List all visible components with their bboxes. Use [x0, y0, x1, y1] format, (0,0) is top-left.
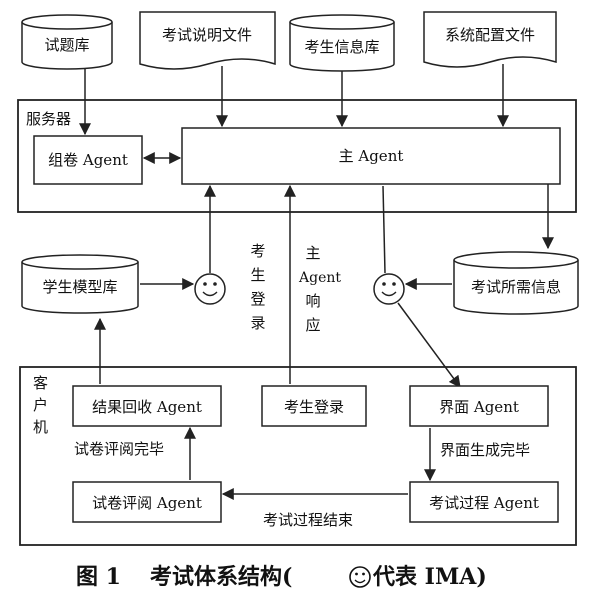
student-model-label: 学生模型库	[42, 278, 117, 296]
exam-instructions-label: 考试说明文件	[162, 26, 252, 44]
exam-end-label: 考试过程结束	[263, 511, 353, 529]
svg-text:登: 登	[250, 290, 265, 308]
grading-agent-box	[72, 481, 222, 523]
server-frame	[17, 99, 577, 213]
server-label: 服务器	[26, 110, 71, 128]
caption-title-end: 代表 IMA)	[372, 564, 487, 590]
svg-text:应: 应	[305, 316, 320, 334]
system-config-label: 系统配置文件	[445, 26, 535, 44]
caption-prefix: 图 1	[76, 564, 121, 590]
exam-instructions-doc: 考试说明文件	[139, 11, 276, 70]
paper-agent-label: 组卷 Agent	[48, 151, 128, 169]
grading-agent-label: 试卷评阅 Agent	[92, 494, 202, 512]
ui-agent-box	[409, 385, 549, 427]
line-main-to-right-ima	[382, 185, 386, 274]
question-bank-label: 试题库	[44, 36, 89, 54]
question-bank-store: 试题库	[21, 14, 113, 70]
exam-info-store: 考试所需信息	[453, 251, 579, 315]
grading-done-label: 试卷评阅完毕	[74, 440, 164, 458]
svg-text:主: 主	[305, 244, 320, 262]
process-agent-box	[409, 481, 559, 523]
svg-text:户: 户	[33, 396, 48, 414]
system-config-doc: 系统配置文件	[423, 11, 557, 68]
svg-text:生: 生	[250, 266, 265, 284]
ui-agent-label: 界面 Agent	[439, 398, 519, 416]
arrow-ima-to-ui-agent	[397, 302, 461, 388]
process-agent-label: 考试过程 Agent	[429, 494, 539, 512]
svg-text:考: 考	[250, 242, 265, 260]
caption-title-start: 考试体系结构(	[150, 564, 292, 590]
figure-caption: 图 1 考试体系结构( 代表 IMA)	[76, 564, 487, 590]
result-agent-box	[72, 385, 222, 427]
ima-smiley-icon-left	[194, 273, 226, 305]
result-agent-label: 结果回收 Agent	[92, 398, 202, 416]
ima-smiley-icon-right	[373, 273, 405, 305]
svg-text:客: 客	[33, 374, 48, 392]
examinee-info-store: 考生信息库	[289, 14, 395, 72]
examinee-info-label: 考生信息库	[304, 38, 379, 56]
caption-smiley-icon	[349, 566, 371, 588]
main-agent-response-vertical-label: 主 Agent 响 应	[298, 244, 341, 334]
client-frame	[19, 366, 577, 546]
svg-text:响: 响	[305, 292, 320, 310]
login-label: 考生登录	[284, 398, 344, 416]
login-box	[261, 385, 367, 427]
svg-text:Agent: Agent	[298, 270, 341, 286]
svg-text:机: 机	[33, 418, 48, 436]
examinee-login-vertical-label: 考 生 登 录	[250, 242, 265, 332]
main-agent-box	[181, 127, 561, 185]
svg-text:录: 录	[250, 314, 265, 332]
ui-done-label: 界面生成完毕	[440, 441, 530, 459]
main-agent-label: 主 Agent	[339, 147, 404, 165]
paper-agent-box	[33, 135, 143, 185]
student-model-store: 学生模型库	[21, 254, 139, 314]
client-label: 客 户 机	[33, 374, 48, 436]
exam-info-label: 考试所需信息	[471, 278, 561, 296]
